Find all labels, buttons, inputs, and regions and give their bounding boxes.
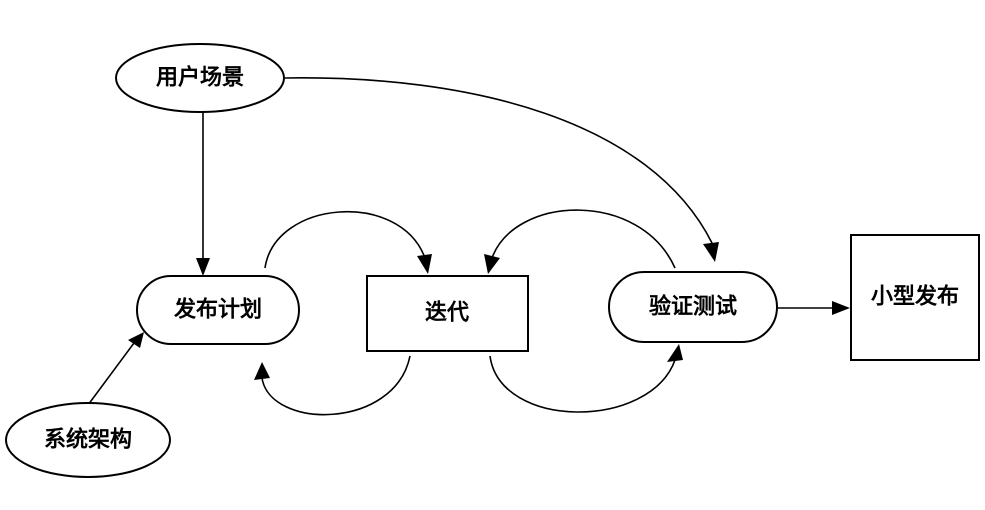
- node-iteration-shape: [366, 275, 529, 352]
- node-small-release-shape: [850, 234, 980, 361]
- node-release-plan-label: 发布计划: [173, 297, 262, 323]
- node-release-plan: 发布计划: [136, 275, 300, 345]
- node-small-release-label: 小型发布: [871, 284, 959, 310]
- node-acceptance-test-shape: [608, 271, 778, 343]
- arrowhead-acceptance-test-bottom: [667, 344, 683, 362]
- node-system-architecture-shape: [5, 402, 171, 478]
- node-user-scenario-label: 用户场景: [156, 65, 244, 91]
- edge-acceptance-test-to-iteration: [491, 209, 676, 269]
- arrowhead-release-plan-top: [196, 258, 210, 276]
- node-small-release: 小型发布: [850, 234, 980, 361]
- node-user-scenario-shape: [115, 43, 285, 113]
- edge-system-architecture-to-release-plan: [87, 342, 135, 406]
- node-iteration: 迭代: [366, 275, 529, 352]
- node-release-plan-shape: [136, 275, 300, 345]
- edge-user-scenario-to-acceptance-test: [284, 77, 713, 244]
- arrowhead-release-plan-bottom: [254, 362, 270, 380]
- arrowhead-acceptance-test-top: [703, 242, 719, 262]
- edge-release-plan-to-iteration: [264, 210, 426, 269]
- arrowhead-iteration-top-left: [417, 254, 432, 274]
- node-user-scenario: 用户场景: [115, 43, 285, 113]
- edges: [87, 77, 850, 416]
- node-acceptance-test: 验证测试: [608, 271, 778, 343]
- edge-iteration-to-release-plan: [261, 355, 411, 416]
- node-system-architecture: 系统架构: [5, 402, 171, 478]
- node-iteration-label: 迭代: [425, 301, 469, 326]
- edge-iteration-to-acceptance-test: [489, 355, 676, 413]
- node-system-architecture-label: 系统架构: [44, 427, 132, 453]
- arrowhead-small-release-left: [832, 301, 850, 315]
- node-acceptance-test-label: 验证测试: [649, 294, 737, 320]
- arrowhead-iteration-top-right: [484, 254, 500, 274]
- arrowhead-release-plan-left: [128, 332, 144, 348]
